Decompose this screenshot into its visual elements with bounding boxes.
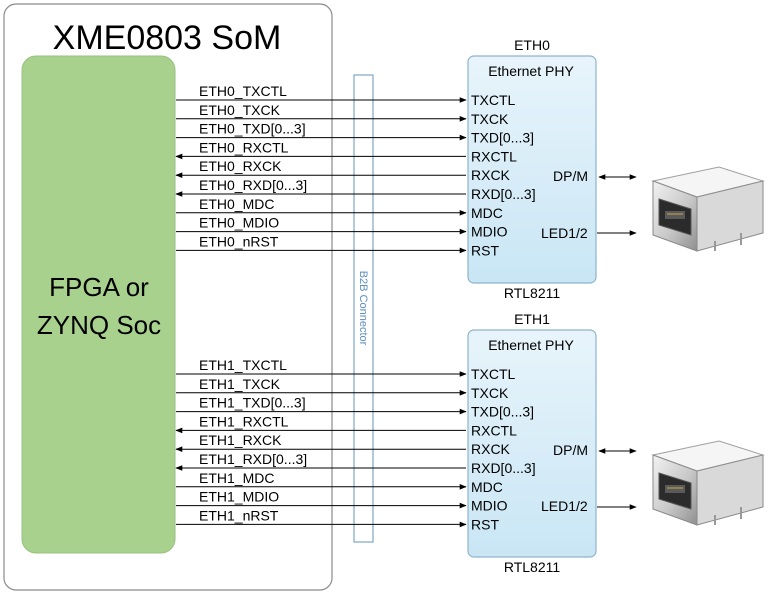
eth1-phy-title: Ethernet PHY (488, 337, 574, 353)
signal-label: ETH0_nRST (199, 233, 279, 249)
som-title: XME0803 SoM (53, 19, 282, 57)
signal-label: ETH1_TXD[0...3] (199, 395, 306, 411)
fpga-block (21, 55, 176, 554)
eth0-led-label: LED1/2 (541, 225, 588, 241)
signal-label: ETH1_nRST (199, 507, 279, 523)
phy-pin-label: RXD[0...3] (471, 186, 536, 202)
eth0-phy-title: Ethernet PHY (488, 63, 574, 79)
fpga-label-line2: ZYNQ Soc (37, 310, 161, 340)
phy-pin-label: MDC (471, 205, 503, 221)
signal-label: ETH1_RXD[0...3] (199, 451, 307, 467)
eth0-phy-box (467, 55, 597, 284)
signal-label: ETH1_RXCTL (199, 413, 289, 429)
rj45-jack-icon (651, 440, 765, 526)
eth1-phy-chip-label: RTL8211 (504, 559, 561, 575)
eth0-title: ETH0 (514, 37, 550, 53)
phy-pin-label: TXCK (471, 385, 509, 401)
rj45-jack-icon (651, 166, 765, 252)
signal-label: ETH0_TXD[0...3] (199, 121, 306, 137)
signal-label: ETH1_MDIO (199, 489, 279, 505)
signal-label: ETH1_MDC (199, 470, 274, 486)
phy-pin-label: RST (471, 242, 499, 258)
phy-pin-label: RXD[0...3] (471, 460, 536, 476)
signal-label: ETH0_MDC (199, 196, 274, 212)
phy-pin-label: MDIO (471, 498, 508, 514)
phy-pin-label: RXCTL (471, 422, 517, 438)
phy-pin-label: TXCTL (471, 366, 516, 382)
phy-pin-label: MDIO (471, 224, 508, 240)
signal-label: ETH0_RXCK (199, 158, 282, 174)
b2b-connector-label: B2B Connector (357, 271, 369, 346)
phy-pin-label: RST (471, 516, 499, 532)
signal-label: ETH0_TXCTL (199, 83, 287, 99)
b2b-connector (353, 74, 374, 543)
phy-pin-label: TXCK (471, 111, 509, 127)
eth1-phy-box (467, 329, 597, 558)
signal-label: ETH1_TXCTL (199, 357, 287, 373)
signal-label: ETH0_MDIO (199, 215, 279, 231)
phy-pin-label: TXD[0...3] (471, 404, 534, 420)
signal-group: ETH0_TXCTL TXCTL ETH0_TXCK TXCK ETH0_TXD[0..… (175, 83, 536, 532)
fpga-label-line1: FPGA or (49, 272, 149, 302)
signal-label: ETH1_TXCK (199, 376, 281, 392)
signal-label: ETH1_RXCK (199, 432, 282, 448)
phy-pin-label: RXCK (471, 167, 511, 183)
eth0-dpm-label: DP/M (553, 168, 588, 184)
phy-pin-label: TXCTL (471, 92, 516, 108)
eth0-phy-chip-label: RTL8211 (504, 285, 561, 301)
eth1-led-label: LED1/2 (541, 498, 588, 514)
eth1-dpm-label: DP/M (553, 442, 588, 458)
signal-label: ETH0_RXD[0...3] (199, 177, 307, 193)
signal-label: ETH0_TXCK (199, 102, 281, 118)
phy-pin-label: TXD[0...3] (471, 130, 534, 146)
phy-pin-label: RXCTL (471, 148, 517, 164)
phy-pin-label: MDC (471, 479, 503, 495)
eth1-title: ETH1 (514, 311, 550, 327)
signal-label: ETH0_RXCTL (199, 139, 289, 155)
phy-pin-label: RXCK (471, 441, 511, 457)
